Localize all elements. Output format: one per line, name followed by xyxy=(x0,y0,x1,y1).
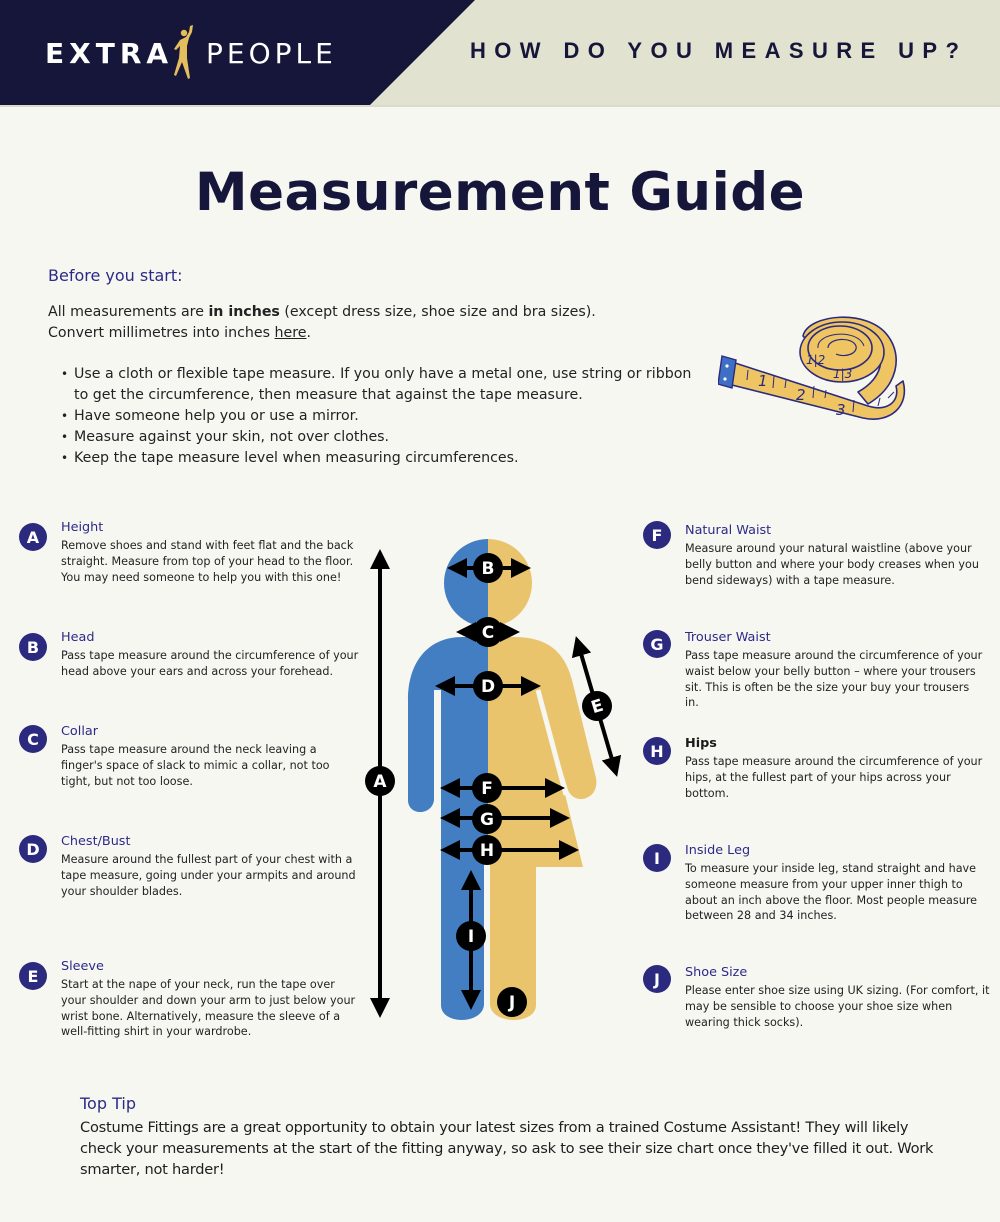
page-title: Measurement Guide xyxy=(194,162,806,223)
measurement-height: A Height Remove shoes and stand with fee… xyxy=(19,520,361,585)
label-e: E xyxy=(589,696,606,719)
label-b: B xyxy=(482,559,495,579)
top-tip-heading: Top Tip xyxy=(80,1094,136,1113)
measurement-sleeve: E Sleeve Start at the nape of your neck,… xyxy=(19,959,361,1040)
item-description: To measure your inside leg, stand straig… xyxy=(685,862,978,923)
female-half-body xyxy=(488,637,597,1020)
measurement-natural-waist: F Natural Waist Measure around your natu… xyxy=(643,521,985,588)
tip-item: Use a cloth or flexible tape measure. If… xyxy=(61,364,694,406)
item-description: Pass tape measure around the neck leavin… xyxy=(61,743,330,788)
header-navy-panel xyxy=(0,0,475,105)
badge-h: H xyxy=(643,737,671,765)
item-description: Remove shoes and stand with feet flat an… xyxy=(61,539,354,584)
item-description: Please enter shoe size using UK sizing. … xyxy=(685,984,990,1029)
item-title: Hips xyxy=(685,736,717,751)
measurement-chest-bust: D Chest/Bust Measure around the fullest … xyxy=(19,834,361,899)
logo-text-extra: EXTRA xyxy=(45,36,174,70)
dancing-figure-logo-icon xyxy=(174,25,194,79)
item-description: Pass tape measure around the circumferen… xyxy=(685,649,983,710)
label-h: H xyxy=(480,841,494,861)
convert-suffix: . xyxy=(306,325,312,341)
intro-line-units: All measurements are in inches (except d… xyxy=(48,302,596,323)
convert-here-link[interactable]: here xyxy=(274,325,307,341)
extra-people-logo: EXTRA PEOPLE xyxy=(45,25,337,79)
tape-number-3: 3 xyxy=(836,401,846,419)
badge-a: A xyxy=(19,523,47,551)
label-i: I xyxy=(468,927,474,947)
item-description: Start at the nape of your neck, run the … xyxy=(61,978,356,1039)
item-title: Natural Waist xyxy=(685,523,772,538)
units-suffix: (except dress size, shoe size and bra si… xyxy=(279,304,596,320)
tape-number-1: 1 xyxy=(758,372,768,390)
measurement-inside-leg: I Inside Leg To measure your inside leg,… xyxy=(643,843,985,924)
badge-d: D xyxy=(19,835,47,863)
label-j: J xyxy=(508,993,515,1013)
units-bold: in inches xyxy=(208,304,280,320)
item-title: Shoe Size xyxy=(685,965,748,980)
intro-text: All measurements are in inches (except d… xyxy=(48,302,596,344)
label-d: D xyxy=(481,677,495,697)
measurement-hips: H Hips Pass tape measure around the circ… xyxy=(643,736,985,801)
label-a: A xyxy=(373,772,387,792)
tip-item: Have someone help you or use a mirror. xyxy=(61,406,694,427)
intro-line-convert: Convert millimetres into inches here. xyxy=(48,323,596,344)
tape-number-12: 1|2 xyxy=(806,353,825,367)
measurement-shoe-size: J Shoe Size Please enter shoe size using… xyxy=(643,965,990,1030)
badge-i: I xyxy=(643,844,671,872)
tip-item: Measure against your skin, not over clot… xyxy=(61,427,694,448)
body-measurement-diagram: A B C D E F G H I J xyxy=(365,539,622,1030)
item-title: Height xyxy=(61,520,104,535)
measurement-head: B Head Pass tape measure around the circ… xyxy=(19,630,361,680)
header-divider xyxy=(0,105,1000,107)
badge-b: B xyxy=(19,633,47,661)
item-title: Sleeve xyxy=(61,959,104,974)
item-description: Measure around your natural waistline (a… xyxy=(685,542,979,587)
badge-g: G xyxy=(643,630,671,658)
label-c: C xyxy=(482,623,494,643)
before-you-start-heading: Before you start: xyxy=(48,266,183,285)
tip-item: Keep the tape measure level when measuri… xyxy=(61,448,694,469)
badge-j: J xyxy=(643,965,671,993)
tape-number-2: 2 xyxy=(796,386,806,404)
measurement-collar: C Collar Pass tape measure around the ne… xyxy=(19,724,361,789)
header-banner: EXTRA PEOPLE HOW DO YOU MEASURE UP? xyxy=(0,0,1000,105)
convert-prefix: Convert millimetres into inches xyxy=(48,325,275,341)
label-f: F xyxy=(481,779,493,799)
item-title: Head xyxy=(61,630,95,645)
preparation-tips-list: Use a cloth or flexible tape measure. If… xyxy=(61,364,694,469)
tagline: HOW DO YOU MEASURE UP? xyxy=(470,38,968,63)
item-title: Inside Leg xyxy=(685,843,751,858)
item-description: Pass tape measure around the circumferen… xyxy=(685,755,983,800)
units-prefix: All measurements are xyxy=(48,304,209,320)
measurement-trouser-waist: G Trouser Waist Pass tape measure around… xyxy=(643,630,985,711)
item-description: Measure around the fullest part of your … xyxy=(61,853,356,898)
badge-f: F xyxy=(643,521,671,549)
badge-e: E xyxy=(19,962,47,990)
item-title: Collar xyxy=(61,724,98,739)
badge-c: C xyxy=(19,725,47,753)
item-description: Pass tape measure around the circumferen… xyxy=(61,649,359,678)
logo-text-people: PEOPLE xyxy=(206,36,337,70)
tape-number-13: 1|3 xyxy=(833,367,852,381)
item-title: Chest/Bust xyxy=(61,834,131,849)
item-title: Trouser Waist xyxy=(685,630,771,645)
top-tip-body: Costume Fittings are a great opportunity… xyxy=(80,1119,934,1178)
tape-measure-icon: 1 2 3 1|2 1|3 xyxy=(718,316,906,420)
label-g: G xyxy=(480,810,494,830)
